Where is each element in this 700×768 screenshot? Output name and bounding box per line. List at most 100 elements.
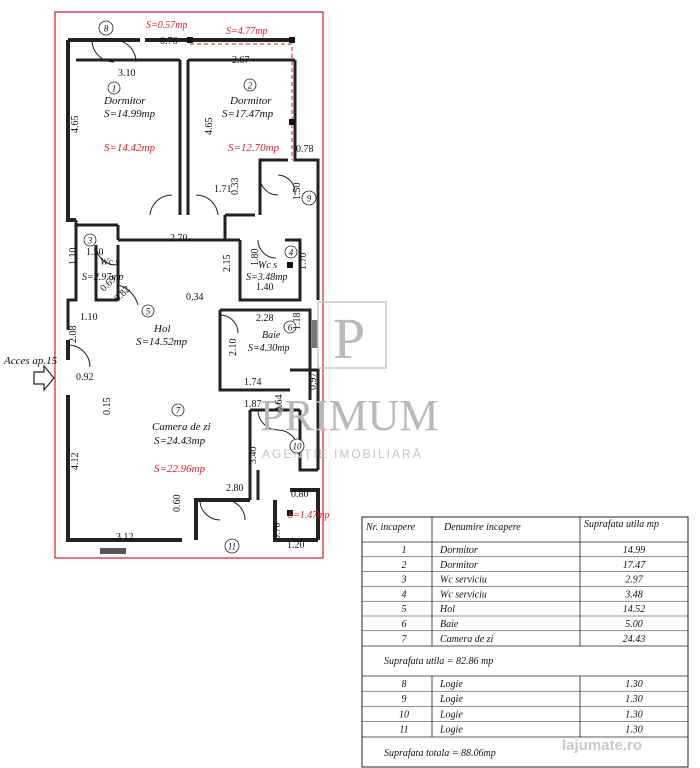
- table-cell-nr: 6: [402, 619, 407, 630]
- column-marker: [287, 510, 293, 516]
- table-cell-area: 5.00: [625, 619, 643, 630]
- room-number-circle: [284, 245, 298, 259]
- table-cell-area: 1.30: [625, 709, 643, 720]
- dimension-label: 2.28: [256, 313, 274, 324]
- room-number: 7: [176, 406, 181, 416]
- dimension-label: 1.70: [298, 253, 309, 271]
- table-cell-name: Logie: [439, 725, 463, 736]
- dimension-label: 0.33: [230, 178, 241, 196]
- table-cell-nr: 1: [402, 545, 407, 556]
- room-7-area: S=24.43mp: [154, 435, 206, 447]
- table-cell-name: Dormitor: [439, 545, 478, 556]
- dimension-label: 0.64: [274, 395, 285, 413]
- window-sill: [100, 548, 126, 554]
- room-6-area: S=4.30mp: [248, 343, 289, 354]
- table-cell-name: Logie: [439, 709, 463, 720]
- column-marker: [187, 37, 193, 43]
- red-boundary: [54, 11, 324, 559]
- loggia-number-circle: [301, 190, 317, 206]
- dimension-label: 1.20: [287, 540, 305, 551]
- dimension-label: 1.87: [244, 399, 262, 410]
- table-cell-area: 17.47: [623, 560, 647, 571]
- table-header-area: Suprafata utila mp: [584, 519, 660, 530]
- table-cell-area: 1.30: [625, 694, 643, 705]
- dimension-label: 0.15: [102, 398, 113, 416]
- table-cell-name: Dormitor: [439, 560, 478, 571]
- loggia-number: 11: [228, 542, 236, 552]
- dimension-label: 4.12: [70, 453, 81, 471]
- dimension-label: 4.65: [204, 118, 215, 136]
- room-1-area: S=14.99mp: [104, 108, 156, 120]
- outer-walls: [66, 38, 320, 542]
- dimension-label: 3.40: [248, 447, 259, 465]
- table-subtotal: Suprafata utila = 82.86 mp: [384, 656, 493, 667]
- room-7-red-area: S=22.96mp: [154, 463, 206, 475]
- dimension-label: 3.12: [116, 532, 134, 543]
- table-cell-nr: 8: [402, 679, 407, 690]
- table-cell-nr: 10: [399, 709, 409, 720]
- room-number: 4: [289, 248, 294, 258]
- room-number-circle: [141, 304, 155, 318]
- column-marker: [289, 37, 295, 43]
- dimension-label: 1.50: [292, 183, 303, 201]
- table-cell-nr: 11: [399, 725, 408, 736]
- balcony-dashed-outline: [190, 43, 293, 160]
- table-cell-name: Hol: [439, 604, 455, 615]
- dimension-label: 0.80: [291, 489, 309, 500]
- loggia-number-circle: [289, 438, 305, 454]
- dimension-label: 2.67: [232, 55, 250, 66]
- table-cell-area: 2.97: [625, 575, 644, 586]
- room-number: 2: [248, 81, 253, 91]
- dimension-label: 1.10: [68, 248, 79, 266]
- dimension-label: 1.40: [256, 282, 274, 293]
- room-number-circle: [283, 320, 297, 334]
- loggia-number-circle: [98, 20, 114, 36]
- dimension-label: 0.76: [160, 36, 178, 47]
- table-cell-area: 24.43: [623, 634, 646, 645]
- watermark: P PRIMUM AGENȚIE IMOBILIARĂ: [260, 301, 439, 461]
- room-4-area: S=3.48mp: [246, 272, 287, 283]
- table-cell-name: Camera de zi: [440, 634, 494, 645]
- room-number-circle: [83, 233, 97, 247]
- red-area-top-right: S=4.77mp: [226, 26, 267, 37]
- dimension-label: 0.97: [308, 373, 319, 391]
- dimension-label: 0.60: [172, 495, 183, 513]
- table-cell-nr: 3: [401, 575, 407, 586]
- table-cell-nr: 7: [402, 634, 408, 645]
- room-1-name: Dormitor: [103, 95, 146, 107]
- red-area-bottom-right: S=1.47mp: [288, 510, 329, 521]
- dimension-label: 2.10: [228, 339, 239, 357]
- room-number: 5: [146, 307, 151, 317]
- loggia-number: 10: [293, 442, 303, 452]
- red-area-top-left: S=0.57mp: [146, 20, 187, 31]
- dimension-label: 1.80: [250, 249, 261, 267]
- window-mark: [312, 320, 318, 348]
- table-cell-area: 14.99: [623, 545, 646, 556]
- dimension-label: 0.70: [272, 523, 283, 541]
- dimension-label: 1.71: [214, 184, 232, 195]
- dimension-label: 2.15: [222, 255, 233, 273]
- dimension-label: 0.92: [76, 372, 94, 383]
- room-5-name: Hol: [153, 323, 171, 335]
- table-cell-nr: 9: [402, 694, 407, 705]
- table-cell-area: 14.52: [623, 604, 646, 615]
- table-cell-nr: 5: [402, 604, 407, 615]
- dimension-label: 1.10: [80, 312, 98, 323]
- room-number-circle: [107, 81, 121, 95]
- room-number: 1: [112, 84, 117, 94]
- watermark-letter: P: [333, 306, 365, 371]
- room-labels: Dormitor S=14.99mp S=14.42mp Dormitor S=…: [82, 20, 329, 521]
- entrance-label: Acces ap.15: [3, 355, 58, 367]
- dimension-label: 3.10: [118, 68, 136, 79]
- dimension-label: 4.65: [70, 116, 81, 134]
- room-number: 6: [288, 323, 293, 333]
- watermark-word: PRIMUM: [260, 391, 439, 440]
- dimension-label: 2.80: [226, 483, 244, 494]
- loggia-number: 9: [307, 194, 312, 204]
- watermark-subtitle: AGENȚIE IMOBILIARĂ: [262, 446, 423, 461]
- inner-walls: [66, 58, 320, 500]
- table-cell-area: 3.48: [624, 589, 643, 600]
- table-total: Suprafata totala = 88.06mp: [384, 748, 496, 759]
